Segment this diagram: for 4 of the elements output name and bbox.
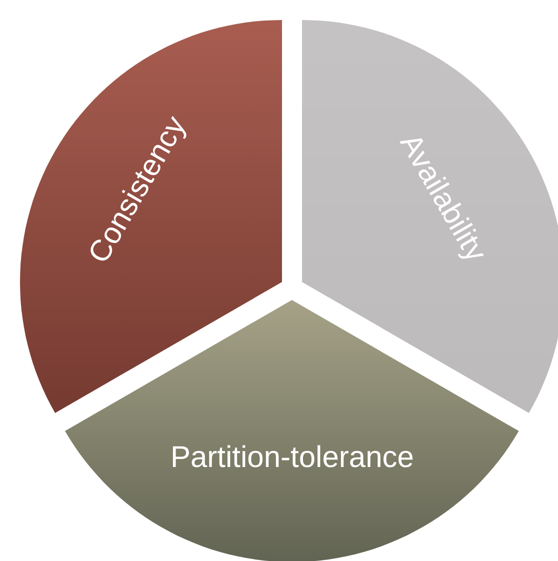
pie-segment [20, 20, 282, 413]
pie-segment [302, 20, 558, 413]
pie-segment [65, 300, 519, 561]
segment-label: Partition-tolerance [170, 441, 414, 475]
